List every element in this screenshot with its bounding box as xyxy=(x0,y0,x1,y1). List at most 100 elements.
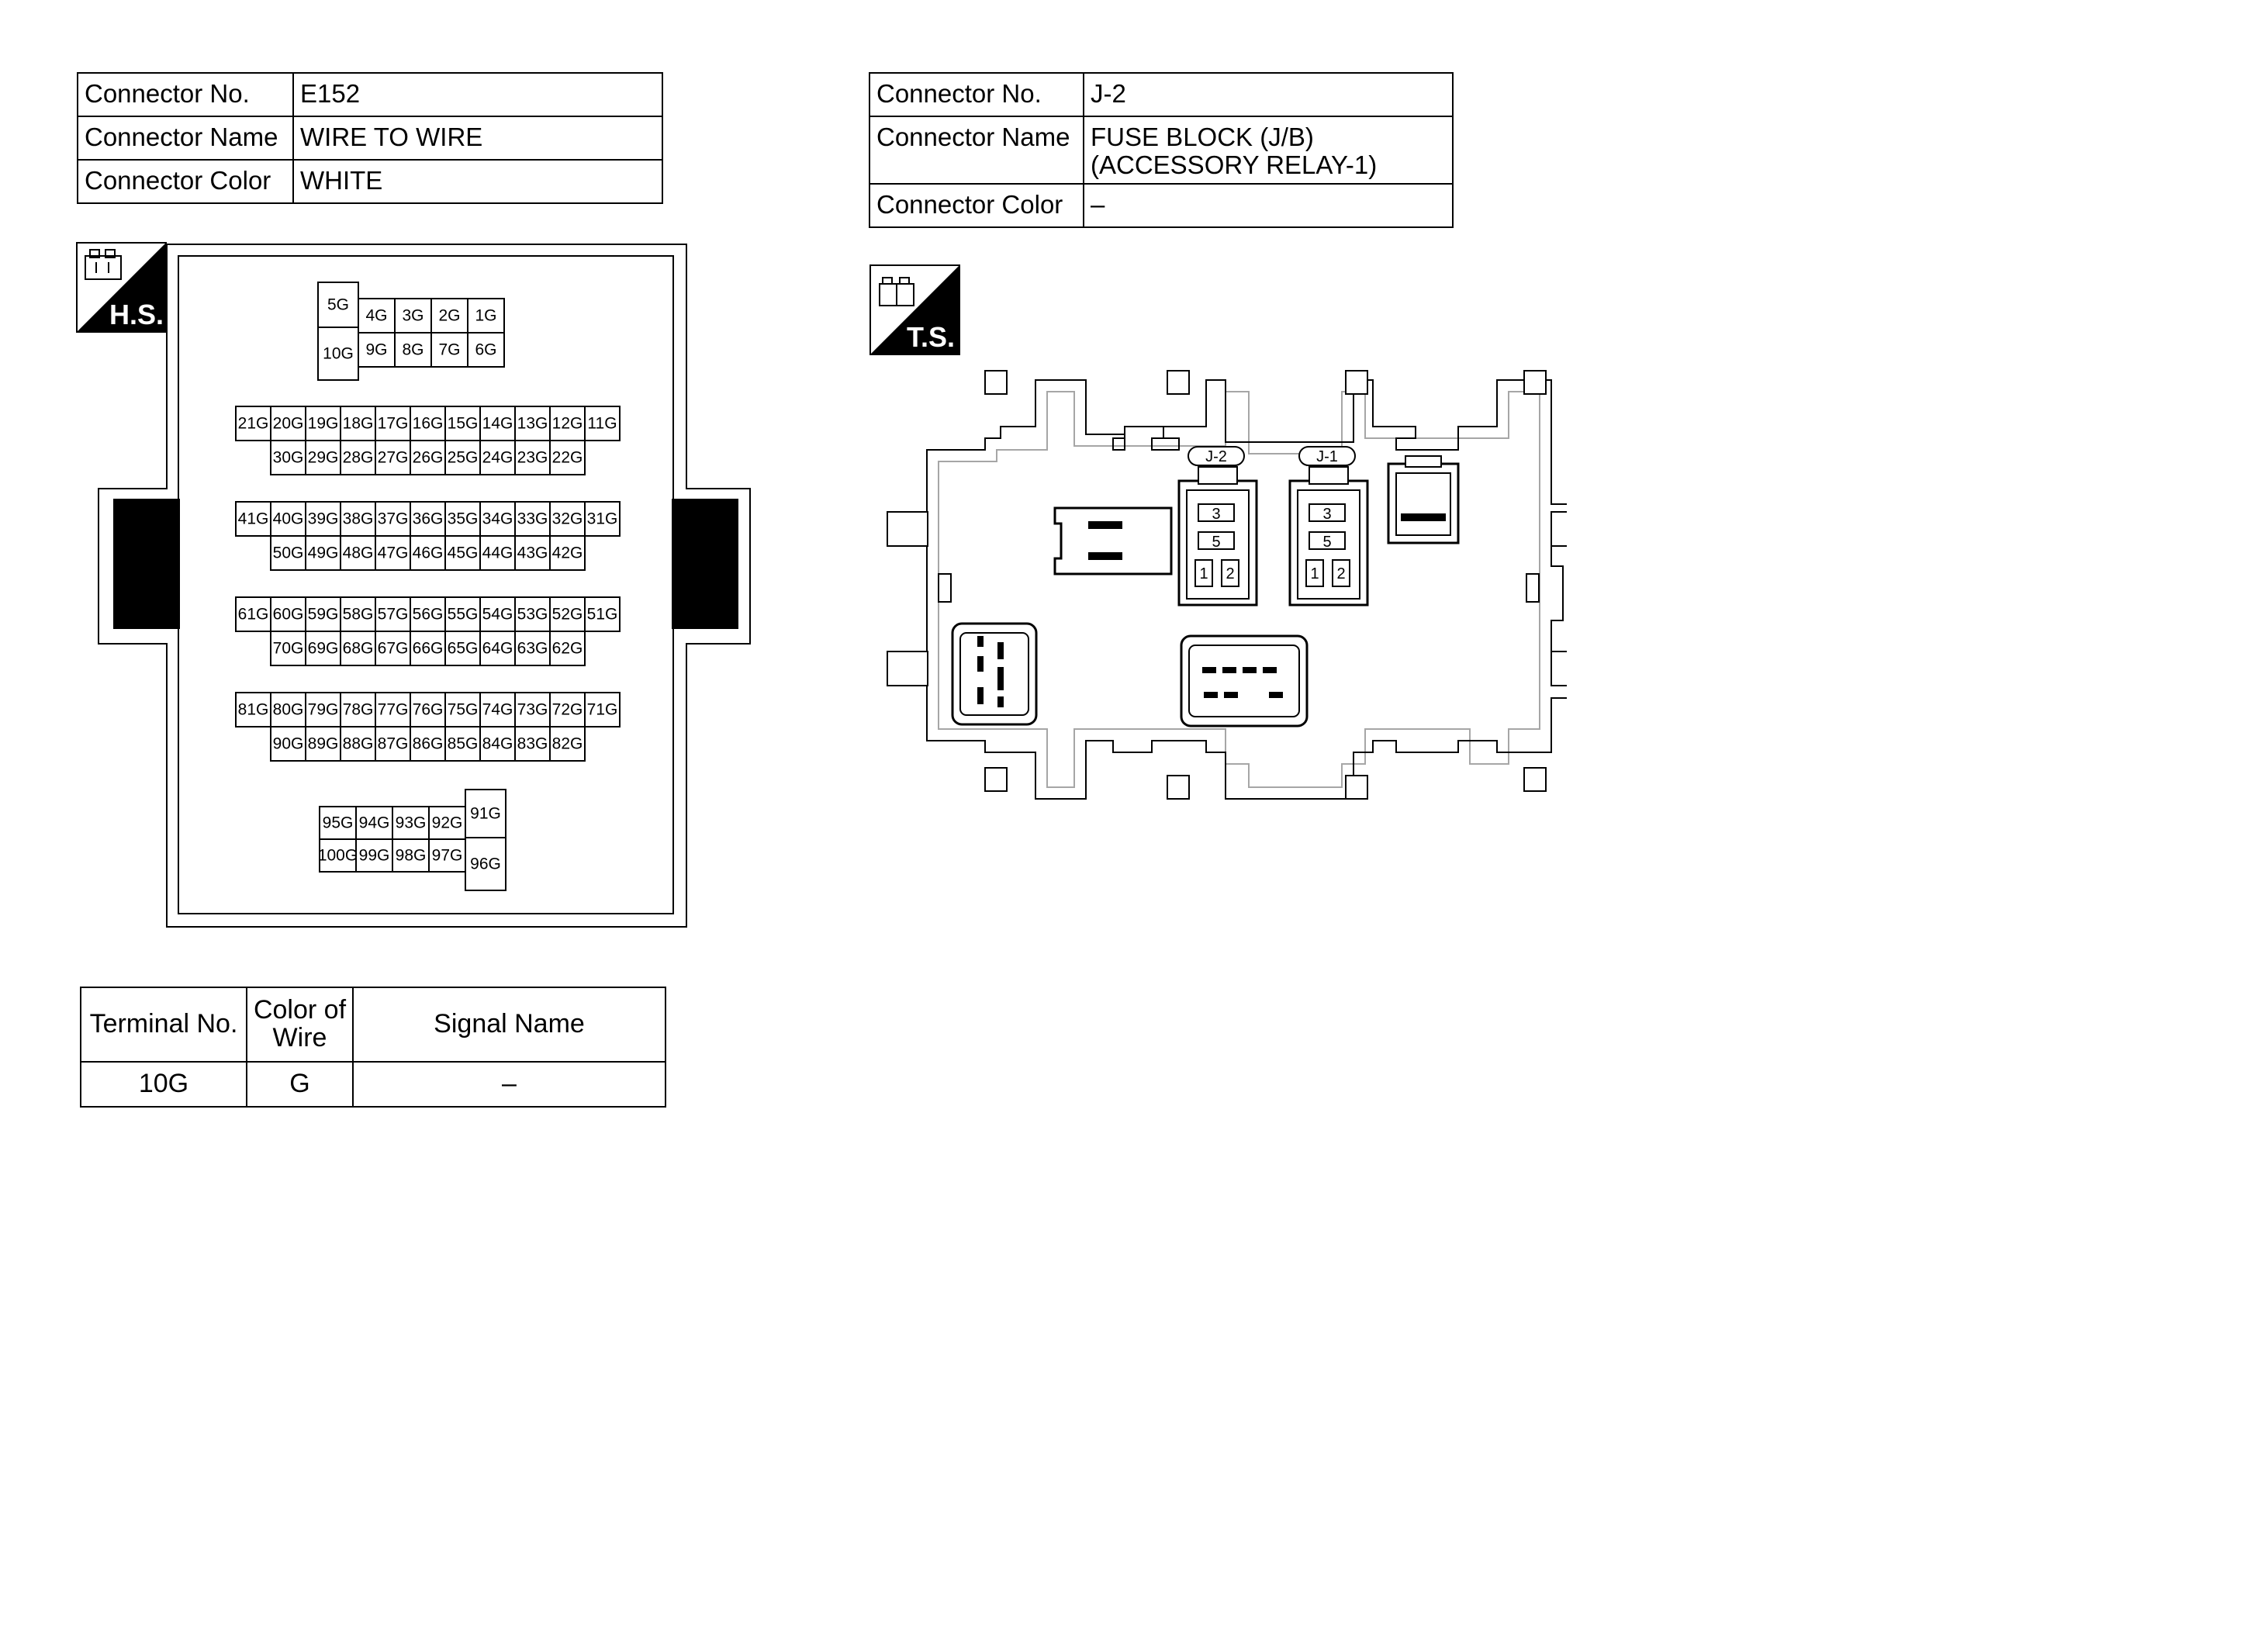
svg-text:3G: 3G xyxy=(402,307,424,325)
svg-text:39G: 39G xyxy=(308,510,339,528)
connector-1-info-table: Connector No. E152 Connector Name WIRE T… xyxy=(77,72,663,204)
svg-text:66G: 66G xyxy=(413,640,444,658)
svg-text:1G: 1G xyxy=(475,307,496,325)
j1-pin-3: 3 xyxy=(1322,506,1331,523)
connector-2-fuse-block-diagram: T.S. J-2 3 5 1 xyxy=(869,264,1567,800)
terminal-43G: 43G xyxy=(514,535,551,571)
terminal-32G: 32G xyxy=(549,501,586,537)
svg-text:45G: 45G xyxy=(448,544,479,562)
terminal-60G: 60G xyxy=(270,596,306,632)
fuse-block-inner-outline xyxy=(938,391,1540,788)
svg-text:71G: 71G xyxy=(587,701,618,719)
terminal-58G: 58G xyxy=(340,596,376,632)
svg-text:36G: 36G xyxy=(413,510,444,528)
svg-text:24G: 24G xyxy=(482,449,513,467)
connector-name-value: WIRE TO WIRE xyxy=(292,116,663,161)
svg-text:48G: 48G xyxy=(343,544,374,562)
right-latch xyxy=(672,499,738,629)
svg-text:86G: 86G xyxy=(413,735,444,753)
svg-text:72G: 72G xyxy=(552,701,583,719)
j2-label-box xyxy=(1188,446,1245,466)
svg-text:95G: 95G xyxy=(323,814,354,832)
svg-text:8G: 8G xyxy=(402,341,424,359)
connector-color-label: Connector Color xyxy=(869,182,1084,228)
connector-name-value: FUSE BLOCK (J/B) (ACCESSORY RELAY-1) xyxy=(1083,116,1454,185)
svg-text:56G: 56G xyxy=(413,606,444,624)
svg-text:57G: 57G xyxy=(378,606,409,624)
terminal-53G: 53G xyxy=(514,596,551,632)
svg-text:90G: 90G xyxy=(273,735,304,753)
connector-icon xyxy=(879,277,914,306)
terminal-20G: 20G xyxy=(270,406,306,441)
mounting-tabs xyxy=(984,370,1547,800)
svg-text:88G: 88G xyxy=(343,735,374,753)
terminal-92G: 92G xyxy=(428,806,466,840)
terminal-44G: 44G xyxy=(479,535,516,571)
terminal-10G: 10G xyxy=(317,327,359,381)
terminal-56G: 56G xyxy=(410,596,446,632)
connector-number-label: Connector No. xyxy=(869,72,1084,117)
terminal-30G: 30G xyxy=(270,440,306,475)
terminal-69G: 69G xyxy=(305,631,341,666)
terminal-table: Terminal No. Color of Wire Signal Name 1… xyxy=(80,987,666,1108)
ts-view-badge: T.S. xyxy=(869,264,960,355)
terminal-47G: 47G xyxy=(375,535,411,571)
terminal-22G: 22G xyxy=(549,440,586,475)
svg-text:61G: 61G xyxy=(238,606,269,624)
terminal-33G: 33G xyxy=(514,501,551,537)
terminal-42G: 42G xyxy=(549,535,586,571)
terminal-88G: 88G xyxy=(340,726,376,762)
terminal-34G: 34G xyxy=(479,501,516,537)
terminal-4G: 4G xyxy=(358,298,396,334)
svg-text:28G: 28G xyxy=(343,449,374,467)
svg-text:5G: 5G xyxy=(327,296,349,314)
connector-color-label: Connector Color xyxy=(77,159,294,204)
terminal-48G: 48G xyxy=(340,535,376,571)
terminal-66G: 66G xyxy=(410,631,446,666)
terminal-89G: 89G xyxy=(305,726,341,762)
side-clips xyxy=(887,511,1567,686)
svg-text:22G: 22G xyxy=(552,449,583,467)
svg-text:7G: 7G xyxy=(438,341,460,359)
j2-pin-5: 5 xyxy=(1212,534,1220,551)
svg-text:14G: 14G xyxy=(482,415,513,433)
svg-text:51G: 51G xyxy=(587,606,618,624)
terminal-87G: 87G xyxy=(375,726,411,762)
terminal-2G: 2G xyxy=(430,298,468,334)
color-header-line-1: Color of xyxy=(253,995,347,1025)
connector-color-value: – xyxy=(1083,182,1454,228)
svg-text:99G: 99G xyxy=(359,847,390,865)
svg-text:74G: 74G xyxy=(482,701,513,719)
terminal-5G: 5G xyxy=(317,282,359,328)
terminal-97G: 97G xyxy=(428,838,466,873)
relay-socket-left xyxy=(1053,506,1173,575)
svg-text:77G: 77G xyxy=(378,701,409,719)
terminal-81G: 81G xyxy=(235,692,271,728)
j1-label-box xyxy=(1298,446,1356,466)
terminal-table-header: Terminal No. Color of Wire Signal Name xyxy=(80,987,666,1063)
svg-text:81G: 81G xyxy=(238,701,269,719)
svg-text:53G: 53G xyxy=(517,606,548,624)
svg-text:80G: 80G xyxy=(273,701,304,719)
terminal-14G: 14G xyxy=(479,406,516,441)
svg-text:47G: 47G xyxy=(378,544,409,562)
svg-text:49G: 49G xyxy=(308,544,339,562)
terminal-46G: 46G xyxy=(410,535,446,571)
svg-text:16G: 16G xyxy=(413,415,444,433)
terminal-64G: 64G xyxy=(479,631,516,666)
svg-text:50G: 50G xyxy=(273,544,304,562)
svg-text:20G: 20G xyxy=(273,415,304,433)
signal-name-header: Signal Name xyxy=(352,987,666,1063)
terminal-99G: 99G xyxy=(355,838,393,873)
terminal-41G: 41G xyxy=(235,501,271,537)
left-latch xyxy=(113,499,180,629)
svg-text:65G: 65G xyxy=(448,640,479,658)
terminal-21G: 21G xyxy=(235,406,271,441)
terminal-no-cell: 10G xyxy=(80,1061,247,1108)
terminal-9G: 9G xyxy=(358,332,396,368)
terminal-15G: 15G xyxy=(444,406,481,441)
terminal-68G: 68G xyxy=(340,631,376,666)
terminal-18G: 18G xyxy=(340,406,376,441)
terminal-24G: 24G xyxy=(479,440,516,475)
terminal-67G: 67G xyxy=(375,631,411,666)
